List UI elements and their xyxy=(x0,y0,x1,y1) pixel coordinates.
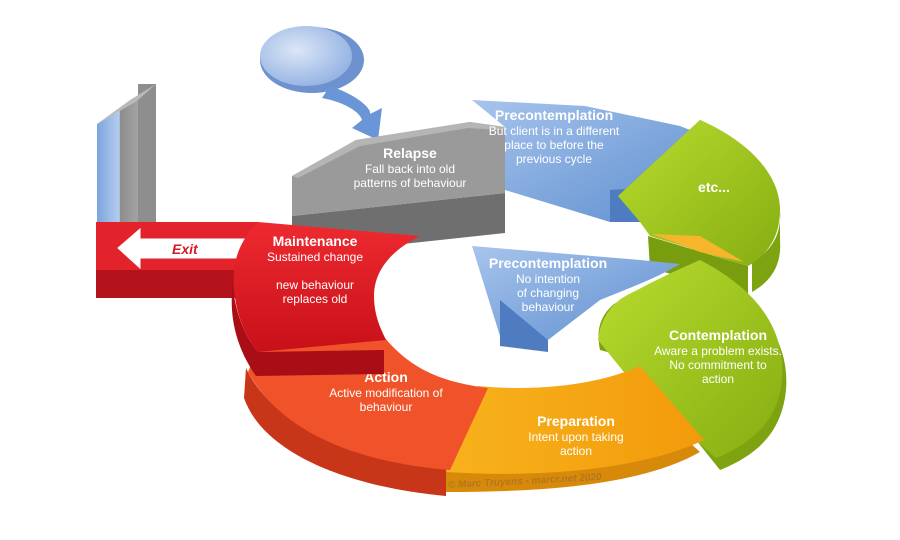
preparation-line-2: action xyxy=(560,444,592,458)
precontemplation-line-1: No intention xyxy=(516,272,580,286)
contemplation-line-1: Aware a problem exists. xyxy=(654,344,782,358)
maintenance-line-3: new behaviour xyxy=(276,278,354,292)
precontemplation-2-title: Precontemplation xyxy=(495,107,613,123)
preparation-line-1: Intent upon taking xyxy=(528,430,623,444)
relapse-line-2: patterns of behaviour xyxy=(354,176,467,190)
relapse-line-1: Fall back into old xyxy=(365,162,455,176)
contemplation-title: Contemplation xyxy=(669,327,767,343)
exit-post xyxy=(97,84,156,235)
precontemplation-line-3: behaviour xyxy=(522,300,575,314)
action-line-2: behaviour xyxy=(360,400,413,414)
contemplation-line-3: action xyxy=(702,372,734,386)
contemplation-line-2: No commitment to xyxy=(669,358,767,372)
precontemplation-2-line-3: previous cycle xyxy=(516,152,592,166)
relapse-title: Relapse xyxy=(383,145,437,161)
maintenance-title: Maintenance xyxy=(273,233,358,249)
relapse-entry-arrow xyxy=(260,26,382,140)
maintenance-segment[interactable]: Maintenance Sustained change new behavio… xyxy=(231,222,420,376)
action-line-1: Active modification of xyxy=(329,386,443,400)
etc-title: etc... xyxy=(698,179,730,195)
maintenance-line-4: replaces old xyxy=(283,292,348,306)
exit-bar xyxy=(96,222,258,298)
precontemplation-segment[interactable]: Precontemplation No intention of changin… xyxy=(472,246,680,352)
precontemplation-2-line-1: But client is in a different xyxy=(489,124,620,138)
precontemplation-2-segment[interactable]: Precontemplation But client is in a diff… xyxy=(472,100,700,222)
precontemplation-line-2: of changing xyxy=(517,286,579,300)
contemplation-segment[interactable]: Contemplation Aware a problem exists. No… xyxy=(598,260,787,470)
preparation-segment[interactable]: © Marc Truyens - marcr.net 2020 Preparat… xyxy=(446,366,704,492)
maintenance-line-1: Sustained change xyxy=(267,250,363,264)
exit-label: Exit xyxy=(172,241,199,257)
precontemplation-title: Precontemplation xyxy=(489,255,607,271)
preparation-title: Preparation xyxy=(537,413,615,429)
precontemplation-2-line-2: place to before the xyxy=(504,138,604,152)
